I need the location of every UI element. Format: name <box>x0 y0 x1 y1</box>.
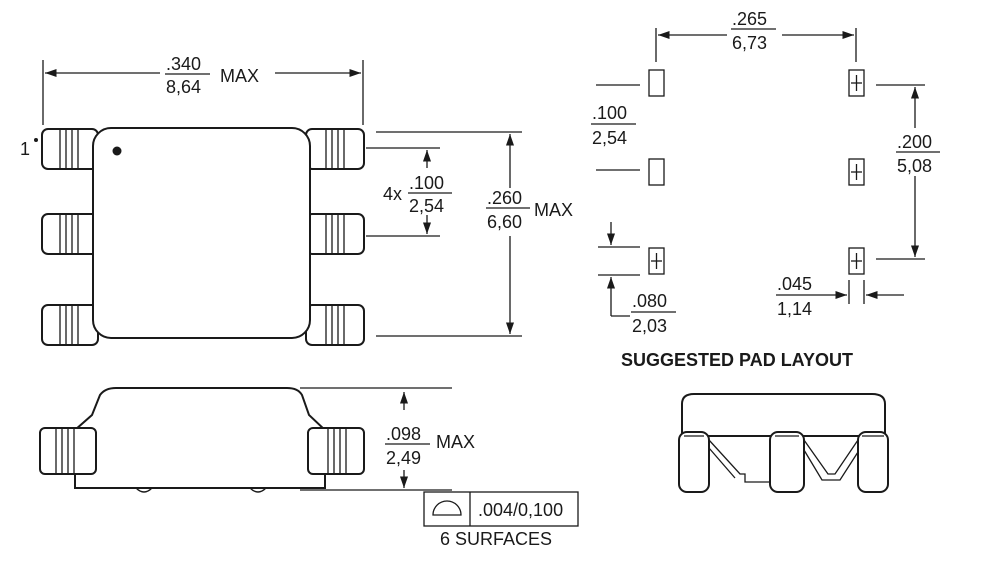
lead-left-3 <box>41 304 99 346</box>
top-width-max: MAX <box>220 66 259 86</box>
side-lead-left <box>39 427 97 475</box>
top-height-max: MAX <box>534 200 573 220</box>
pad-layout-title: SUGGESTED PAD LAYOUT <box>621 350 853 370</box>
pad-width-inch: .045 <box>777 274 812 294</box>
tolerance-frame <box>423 491 579 527</box>
top-height-mm: 6,60 <box>487 212 522 232</box>
lead-left-2 <box>41 213 99 255</box>
side-height-max: MAX <box>436 432 475 452</box>
package-body-side <box>74 387 326 489</box>
pad-span-y-mm: 5,08 <box>897 156 932 176</box>
pad-layout: .265 6,73 .100 2,54 .200 5,08 <box>591 9 940 370</box>
side-view: .098 2,49 MAX .004/0,100 6 SURFACES <box>39 387 579 549</box>
pad-span-x-mm: 6,73 <box>732 33 767 53</box>
pad-left-2 <box>648 158 665 186</box>
end-terminal-right <box>857 431 889 493</box>
pad-pitch-inch: .100 <box>592 103 627 123</box>
pitch-inch: .100 <box>409 173 444 193</box>
top-width-inch: .340 <box>166 54 201 74</box>
lead-right-2 <box>305 213 365 255</box>
package-body-top <box>92 127 311 339</box>
side-height-inch: .098 <box>386 424 421 444</box>
lead-left-1 <box>41 128 99 170</box>
lead-right-3 <box>305 304 365 346</box>
side-height-mm: 2,49 <box>386 448 421 468</box>
pad-width-mm: 1,14 <box>777 299 812 319</box>
tolerance-value: .004/0,100 <box>478 500 563 520</box>
end-view <box>678 393 889 493</box>
top-width-mm: 8,64 <box>166 77 201 97</box>
pad-crosshairs <box>651 75 862 269</box>
package-body-end <box>681 393 886 437</box>
pad-length-inch: .080 <box>632 291 667 311</box>
pin1-label: 1 <box>20 139 30 159</box>
lead-right-1 <box>305 128 365 170</box>
surfaces-label: 6 SURFACES <box>440 529 552 549</box>
top-view: .340 8,64 MAX 1 <box>20 54 573 346</box>
left-leads <box>41 128 99 346</box>
right-leads <box>305 128 365 346</box>
top-height-inch: .260 <box>487 188 522 208</box>
profile-surface-icon <box>432 500 462 516</box>
pin1-dot <box>112 146 122 156</box>
end-terminal-middle <box>769 431 805 493</box>
pad-left-1 <box>648 69 665 97</box>
pin1-marker <box>34 138 38 142</box>
side-lead-right <box>307 427 365 475</box>
pad-length-mm: 2,03 <box>632 316 667 336</box>
end-terminal-left <box>678 431 710 493</box>
pad-pitch-mm: 2,54 <box>592 128 627 148</box>
pad-span-x-inch: .265 <box>732 9 767 29</box>
pitch-prefix: 4x <box>383 184 402 204</box>
pitch-mm: 2,54 <box>409 196 444 216</box>
pad-span-y-inch: .200 <box>897 132 932 152</box>
